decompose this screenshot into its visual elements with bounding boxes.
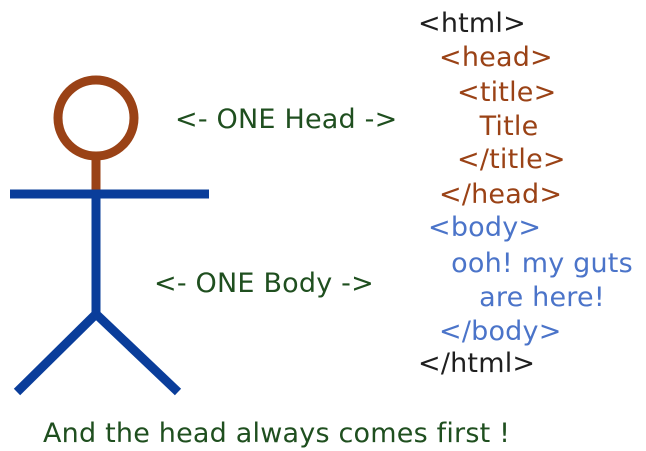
body-label: <- ONE Body -> bbox=[154, 268, 374, 299]
title-open-tag: <title> bbox=[457, 77, 557, 108]
body-open-tag: <body> bbox=[428, 212, 542, 243]
title-text: Title bbox=[479, 111, 539, 142]
head-label: <- ONE Head -> bbox=[175, 104, 398, 135]
stick-figure-right-leg bbox=[92, 310, 182, 396]
body-content-line-2: are here! bbox=[479, 282, 605, 313]
head-close-tag: </head> bbox=[439, 179, 563, 210]
stick-figure-head bbox=[53, 75, 139, 161]
stick-figure-left-leg bbox=[13, 310, 100, 396]
body-content-line-1: ooh! my guts bbox=[451, 248, 633, 279]
html-close-tag: </html> bbox=[418, 348, 536, 379]
title-close-tag: </title> bbox=[457, 144, 566, 175]
head-open-tag: <head> bbox=[439, 42, 553, 73]
body-close-tag: </body> bbox=[439, 316, 562, 347]
footer-caption: And the head always comes first ! bbox=[43, 418, 511, 449]
html-open-tag: <html> bbox=[418, 8, 526, 39]
